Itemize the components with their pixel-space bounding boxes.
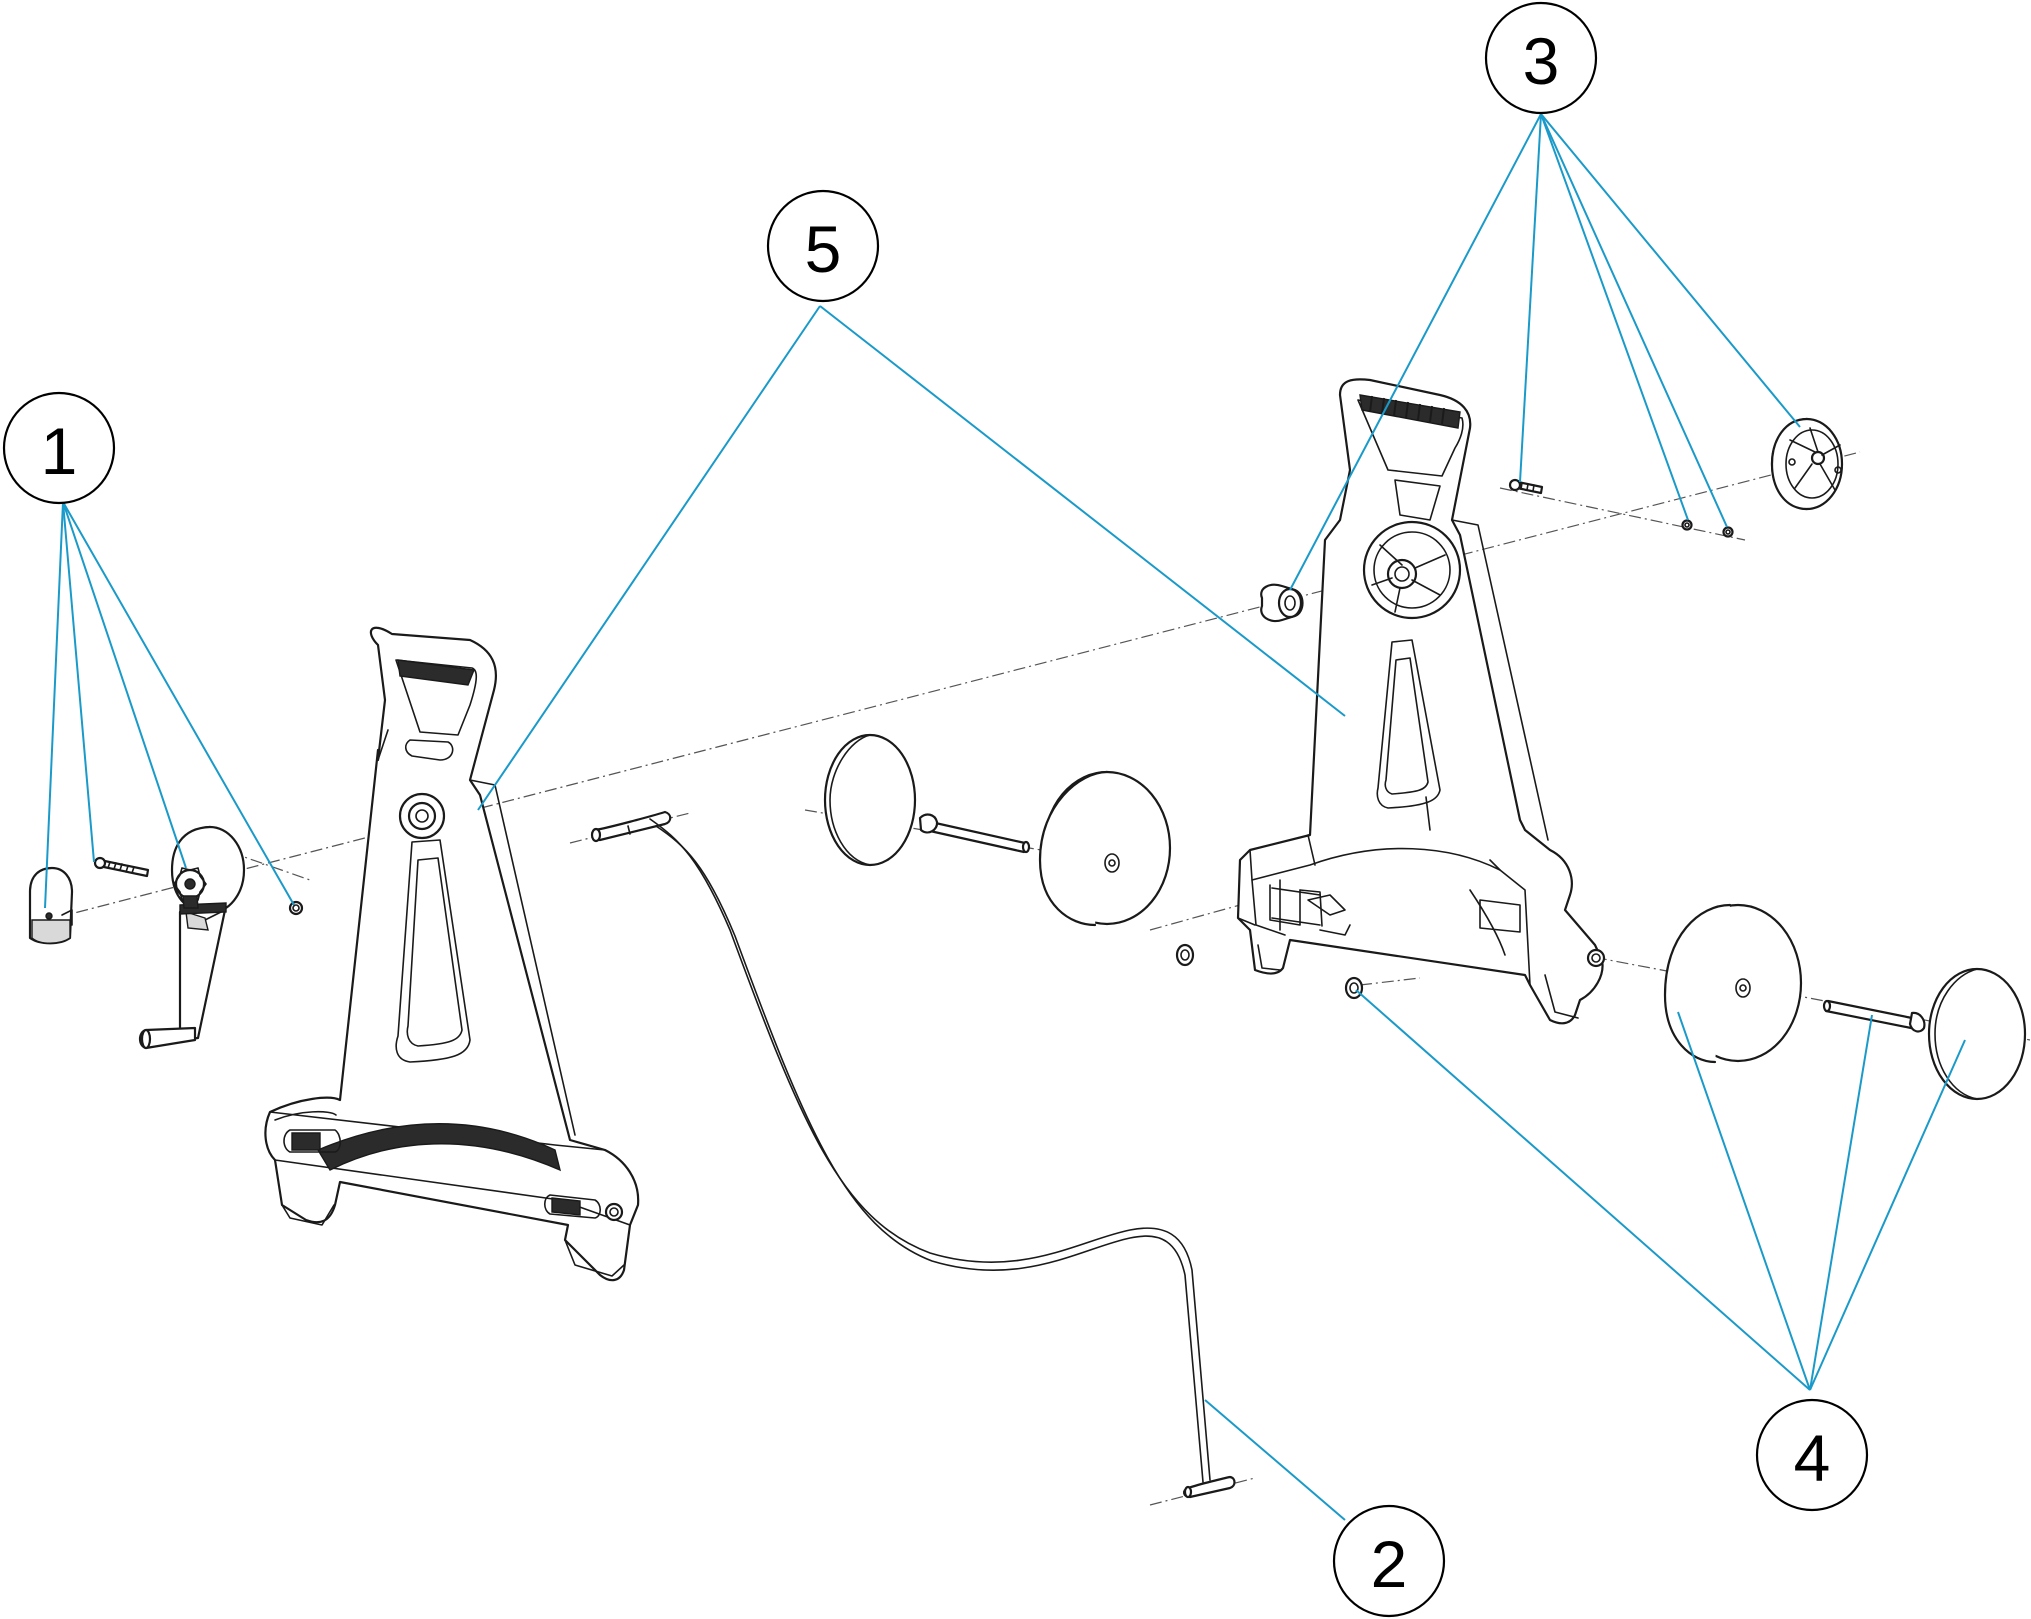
callout-1-number: 1 bbox=[41, 414, 78, 488]
callout-4-number: 4 bbox=[1794, 1421, 1831, 1495]
hardware-set-right bbox=[1260, 417, 1844, 623]
handle-grip-hatching bbox=[1369, 395, 1445, 425]
wheel-set bbox=[823, 733, 2027, 1101]
callout-4-circle bbox=[1755, 1398, 1869, 1512]
callout-3: 3 bbox=[1484, 1, 1598, 115]
callout-5: 5 bbox=[766, 189, 880, 303]
guide-rod bbox=[590, 810, 1236, 1499]
crank-handle-assembly bbox=[28, 825, 304, 1050]
callout-1: 1 bbox=[2, 391, 116, 505]
callout-5-circle bbox=[766, 189, 880, 303]
right-side-frame bbox=[1236, 378, 1606, 1025]
callout-2: 2 bbox=[1332, 1504, 1446, 1618]
callout-3-number: 3 bbox=[1523, 24, 1560, 98]
leader-lines bbox=[44, 113, 1966, 1521]
callout-3-circle bbox=[1484, 1, 1598, 115]
callout-5-number: 5 bbox=[805, 212, 842, 286]
callout-2-circle bbox=[1332, 1504, 1446, 1618]
callout-1-circle bbox=[2, 391, 116, 505]
left-side-frame bbox=[264, 626, 640, 1282]
callout-2-number: 2 bbox=[1371, 1527, 1408, 1601]
callout-4: 4 bbox=[1755, 1398, 1869, 1512]
